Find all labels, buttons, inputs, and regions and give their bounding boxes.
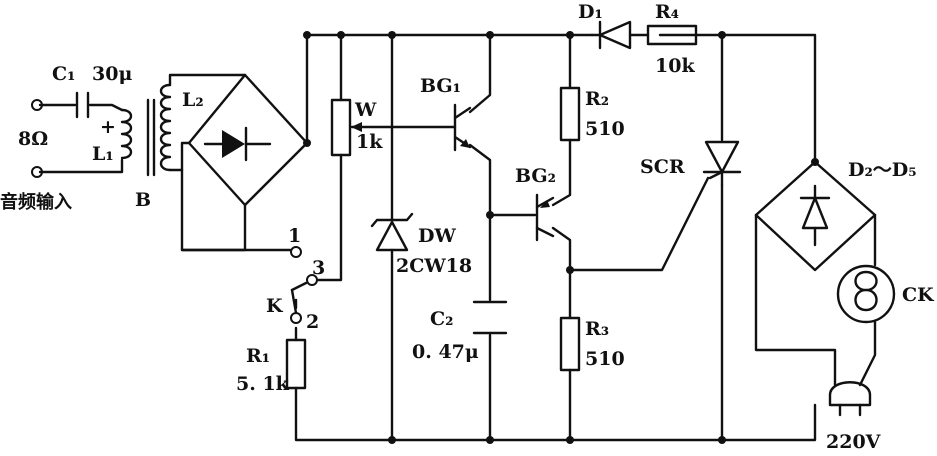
wires <box>38 33 877 442</box>
capacitor-c2-symbol <box>472 300 508 335</box>
label-r1: R₁ <box>246 345 270 367</box>
capacitor-c1-symbol <box>75 91 90 119</box>
label-dw: DW <box>418 225 456 247</box>
label-c2: C₂ <box>430 308 453 330</box>
label-mains: 220V <box>826 431 882 453</box>
label-input-impedance: 8Ω <box>18 128 48 150</box>
label-w-value: 1k <box>356 131 383 153</box>
lamp-ck-symbol <box>836 264 896 324</box>
label-switch-1: 1 <box>288 225 301 247</box>
switch-k-symbol <box>290 246 318 324</box>
label-ck: CK <box>902 284 935 306</box>
label-plus: + <box>100 116 116 138</box>
label-switch-2: 2 <box>306 311 319 333</box>
zener-dw-symbol <box>370 212 414 252</box>
label-c1-value: 30μ <box>92 63 132 85</box>
label-r2-value: 510 <box>585 118 625 140</box>
label-r1-value: 5. 1k <box>236 373 290 395</box>
transistor-bg2-symbol <box>535 193 555 242</box>
resistor-r1-symbol <box>285 338 307 390</box>
label-bg1: BG₁ <box>420 75 461 97</box>
resistor-r2-symbol <box>559 86 581 142</box>
transistor-bg1-symbol <box>453 103 472 152</box>
label-transformer-b: B <box>135 189 151 211</box>
label-k: K <box>266 295 284 317</box>
label-c2-value: 0. 47μ <box>412 341 479 363</box>
label-switch-3: 3 <box>312 257 325 279</box>
label-d2-d5: D₂～D₅ <box>848 159 917 181</box>
mains-plug-symbol <box>828 381 872 417</box>
label-audio-input: 音频输入 <box>0 191 72 213</box>
label-d1: D₁ <box>578 1 603 23</box>
bridge-rectifier-1 <box>187 73 309 207</box>
label-r3-value: 510 <box>585 348 625 370</box>
label-l2: L₂ <box>182 89 204 111</box>
diode-d1-symbol <box>590 20 650 50</box>
label-l1: L₁ <box>92 143 114 165</box>
label-r4: R₄ <box>655 1 679 23</box>
scr-symbol <box>702 140 742 187</box>
resistor-r3-symbol <box>559 316 581 372</box>
transformer-symbol <box>120 83 172 177</box>
label-c1: C₁ <box>52 63 75 85</box>
label-bg2: BG₂ <box>515 165 556 187</box>
label-w: W <box>354 99 377 121</box>
bridge-rectifier-2 <box>754 160 877 272</box>
label-r4-value: 10k <box>655 55 695 77</box>
potentiometer-w-symbol <box>330 98 362 157</box>
label-r3: R₃ <box>585 318 609 340</box>
label-scr: SCR <box>640 156 685 178</box>
label-dw-value: 2CW18 <box>396 255 472 277</box>
label-r2: R₂ <box>585 88 609 110</box>
input-terminals <box>31 99 43 178</box>
